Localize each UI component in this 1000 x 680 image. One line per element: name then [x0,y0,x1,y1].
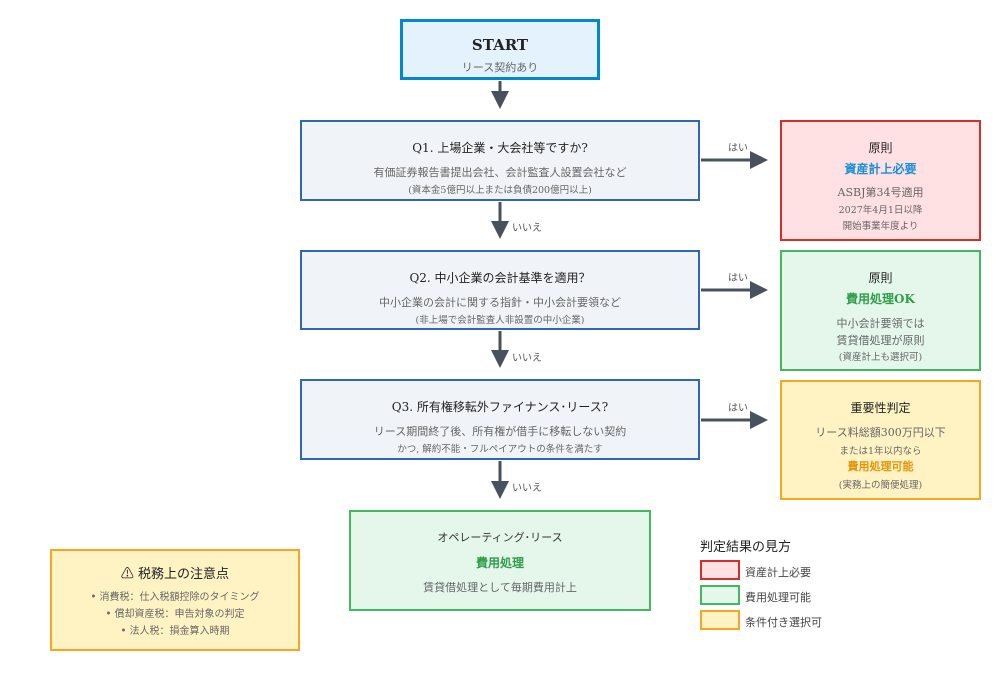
result-expense-ok: 原則 費用処理OK 中小会計要領では 賃貸借処理が原則 (資産計上も選択可) [780,250,981,371]
tax-note-item: • 償却資産税：申告対象の判定 [105,609,245,620]
result-materiality: 重要性判定 リース料総額300万円以下 または1年以内なら 費用処理可能 (実務… [780,380,981,500]
tax-note-title: ⚠ 税務上の注意点 [120,567,230,582]
result-detail: 2027年4月1日以降 [838,205,923,216]
result-detail: または1年以内なら [839,446,922,457]
legend-label-expense: 費用処理可能 [745,591,811,604]
legend-title: 判定結果の見方 [700,540,792,555]
legend-label-asset: 資産計上必要 [745,566,811,579]
result-heading: 原則 [868,141,893,155]
result-verdict: 費用処理OK [846,292,915,306]
question-title: Q3. 所有権移転外ファイナンス･リース? [391,400,609,414]
question-note: (非上場で会計監査人非設置の中小企業) [415,315,585,326]
question-detail: 有価証券報告書提出会社、会計監査人設置会社など [373,166,627,179]
legend-swatch-green [700,585,740,605]
question-detail: リース期間終了後、所有権が借手に移転しない契約 [373,425,627,438]
edge-label-no-q3: いいえ [512,483,542,494]
start-title: START [471,36,529,54]
edge-label-no-q1: いいえ [512,223,542,234]
start-node: START リース契約あり [400,19,600,80]
tax-note: ⚠ 税務上の注意点 • 消費税：仕入税額控除のタイミング • 償却資産税：申告対… [50,549,300,651]
operating-lease-node: オペレーティング･リース 費用処理 賃貸借処理として毎期費用計上 [349,510,651,611]
operating-verdict: 費用処理 [475,556,524,570]
result-heading: 重要性判定 [850,401,911,415]
result-verdict: 費用処理可能 [847,460,914,473]
result-asset-capitalization: 原則 資産計上必要 ASBJ第34号適用 2027年4月1日以降 開始事業年度よ… [780,120,981,241]
result-detail: リース料総額300万円以下 [815,426,946,439]
edge-label-no-q2: いいえ [512,353,542,364]
result-detail: 開始事業年度より [842,221,919,232]
question-note: (資本金5億円以上または負債200億円以上) [408,185,592,196]
tax-note-item: • 消費税：仕入税額控除のタイミング [90,592,260,603]
legend-swatch-red [700,560,740,580]
result-verdict: 資産計上必要 [844,162,917,176]
question-note: かつ, 解約不能・フルペイアウトの条件を満たす [397,444,603,455]
result-heading: 原則 [868,271,893,285]
question-detail: 中小企業の会計に関する指針・中小会計要領など [379,296,621,309]
question-title: Q2. 中小企業の会計基準を適用？ [409,271,591,285]
edge-label-yes-q3: はい [728,403,748,414]
operating-detail: 賃貸借処理として毎期費用計上 [423,581,577,594]
result-detail: (実務上の簡便処理) [838,480,923,491]
result-detail: ASBJ第34号適用 [837,186,924,199]
question-q1: Q1. 上場企業・大会社等ですか? 有価証券報告書提出会社、会計監査人設置会社な… [300,120,700,201]
operating-title: オペレーティング･リース [437,531,563,544]
legend-label-conditional: 条件付き選択可 [745,616,822,629]
tax-note-item: • 法人税：損金算入時期 [120,626,230,637]
start-subtitle: リース契約あり [461,61,539,74]
edge-label-yes-q2: はい [728,273,748,284]
question-title: Q1. 上場企業・大会社等ですか? [412,141,588,155]
edge-label-yes-q1: はい [728,143,748,154]
result-detail: (資産計上も選択可) [838,352,923,363]
legend-swatch-yellow [700,610,740,630]
question-q3: Q3. 所有権移転外ファイナンス･リース? リース期間終了後、所有権が借手に移転… [300,379,700,460]
result-detail: 中小会計要領では [836,317,925,330]
result-detail: 賃貸借処理が原則 [836,334,925,347]
question-q2: Q2. 中小企業の会計基準を適用？ 中小企業の会計に関する指針・中小会計要領など… [300,250,700,330]
